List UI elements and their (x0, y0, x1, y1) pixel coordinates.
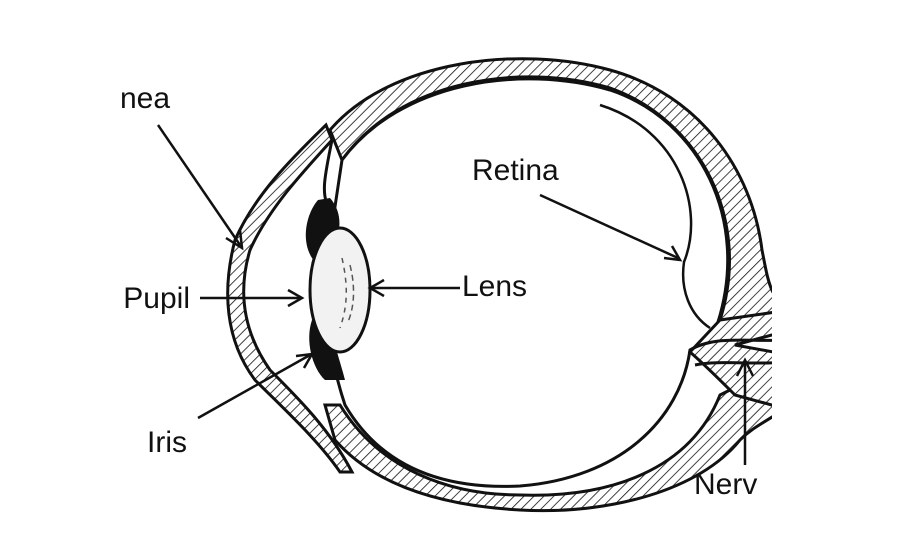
retina-layer (599, 103, 711, 330)
label-retina: Retina (472, 154, 559, 187)
label-lens: Lens (462, 270, 528, 303)
label-pupil: Pupil (123, 284, 190, 314)
label-cornea: nea (120, 82, 171, 115)
lens (308, 226, 372, 354)
label-iris: Iris (147, 426, 187, 459)
label-nerve: Nerv (694, 468, 758, 501)
leader-lines (156, 124, 755, 465)
optic-nerve (687, 311, 772, 407)
cornea (226, 122, 355, 474)
